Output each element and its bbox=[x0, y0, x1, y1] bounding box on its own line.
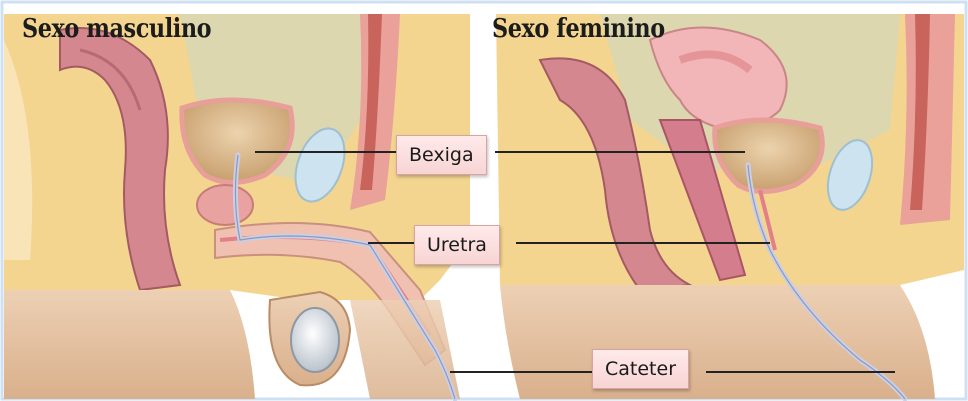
label-bladder: Bexiga bbox=[396, 135, 487, 175]
label-catheter: Cateter bbox=[592, 349, 689, 389]
title-male: Sexo masculino bbox=[22, 14, 211, 44]
male-prostate bbox=[197, 185, 253, 225]
male-leg bbox=[4, 290, 255, 399]
male-testis bbox=[291, 308, 339, 372]
male-anatomy bbox=[4, 14, 470, 399]
label-urethra: Uretra bbox=[414, 225, 500, 265]
title-female: Sexo feminino bbox=[492, 14, 665, 44]
female-anatomy bbox=[496, 14, 964, 399]
female-leg bbox=[500, 285, 935, 399]
